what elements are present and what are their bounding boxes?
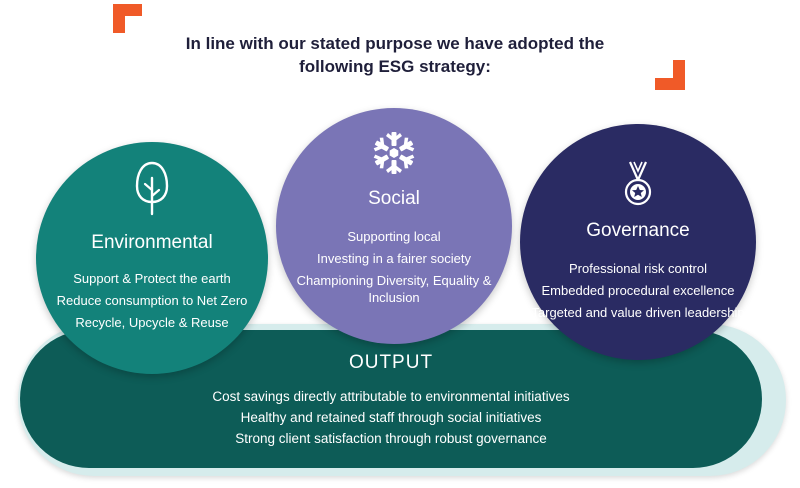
heading-line-2: following ESG strategy: (299, 57, 491, 76)
snowflake-icon (371, 132, 417, 174)
page-heading: In line with our stated purpose we have … (100, 32, 690, 78)
medal-icon (624, 161, 652, 206)
social-item: Investing in a fairer society (317, 251, 471, 266)
environmental-circle: Environmental Support & Protect the eart… (36, 142, 268, 374)
output-item: Cost savings directly attributable to en… (212, 389, 570, 404)
governance-title: Governance (586, 220, 690, 241)
output-content: OUTPUT Cost savings directly attributabl… (20, 352, 762, 449)
output-item: Healthy and retained staff through socia… (240, 410, 542, 425)
governance-item: Embedded procedural excellence (541, 283, 735, 298)
social-items: Supporting local Investing in a fairer s… (286, 228, 502, 311)
output-title: OUTPUT (348, 352, 434, 373)
social-item: Supporting local (347, 229, 441, 244)
corner-bracket-bottom-right (655, 60, 685, 90)
social-circle: Social Supporting local Investing in a f… (276, 108, 512, 344)
environmental-items: Support & Protect the earth Reduce consu… (46, 270, 258, 336)
heading-line-1: In line with our stated purpose we have … (185, 34, 605, 53)
social-item: Championing Diversity, Equality & Inclus… (296, 273, 492, 305)
environmental-item: Support & Protect the earth (73, 271, 231, 286)
environmental-item: Recycle, Upcycle & Reuse (75, 315, 229, 330)
tree-icon (135, 161, 169, 216)
environmental-title: Environmental (91, 232, 213, 253)
governance-item: Targeted and value driven leadership (531, 305, 745, 320)
governance-circle: Governance Professional risk control Emb… (520, 124, 756, 360)
corner-bracket-top-left (113, 4, 142, 33)
social-title: Social (368, 188, 420, 209)
governance-items: Professional risk control Embedded proce… (530, 260, 746, 326)
output-item: Strong client satisfaction through robus… (235, 431, 547, 446)
governance-item: Professional risk control (569, 261, 707, 276)
environmental-item: Reduce consumption to Net Zero (56, 293, 248, 308)
